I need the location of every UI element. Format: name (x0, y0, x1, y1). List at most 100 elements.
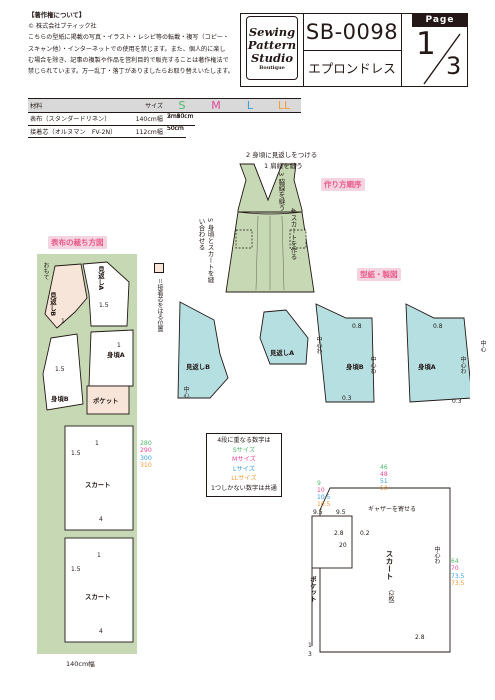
material-amount: 50cm (165, 125, 186, 138)
center-label: 中心わ (315, 336, 322, 354)
piece-label: 見返しB (49, 292, 57, 317)
legend-line: Mサイズ (232, 456, 256, 464)
seam-allowance: 4 (99, 628, 103, 635)
measure: 2.8 (415, 634, 425, 641)
piece-label: 身頃A (107, 351, 125, 359)
step-label: 1 肩線を縫う (264, 162, 303, 170)
piece-label: ポケット (93, 397, 119, 405)
measure: 73.5 (451, 580, 465, 588)
measure: 0.8 (352, 323, 362, 330)
pocket-label: ポケット (309, 576, 317, 602)
material-width: 112cm幅 (129, 125, 165, 138)
step-label: 3 脇線を縫う (277, 172, 285, 211)
material-width: 140cm幅 (129, 112, 165, 126)
page-slash (423, 33, 461, 85)
piece-label: スカート (85, 481, 111, 489)
skirt-label: スカート (385, 550, 394, 580)
center-label: 中心わ (459, 356, 466, 374)
step-label: 5 身頃とスカートを縫い合わせる (197, 218, 214, 283)
material-amount: 3m10cm (165, 113, 196, 126)
material-name: 表布（スタンダードリネン） (28, 112, 130, 126)
center-label: 中心わ (433, 546, 440, 564)
legend-line: LLサイズ (231, 475, 257, 483)
copyright-line: 禁じられています。万一乱丁・落丁がありましたらお取り替えいたします。 (28, 68, 234, 76)
page-total: 3 (446, 52, 462, 80)
measure: 9 (317, 480, 321, 487)
col-size: サイズ (129, 98, 165, 113)
pattern-pieces (177, 301, 470, 403)
copyright-line: スキャン他）・インターネットでの使用を禁じます。また、個人的に楽し (28, 45, 226, 53)
page-current: 1 (416, 26, 436, 62)
pattern-code: SB-0098 (305, 20, 399, 44)
copyright-line: こちらの型紙に掲載の写真・イラスト・レシピ等の転載・複写（コピー・ (28, 34, 229, 42)
material-name: 接着芯（オルヌマン FV-2N） (28, 125, 130, 138)
piece-label: 見返しA (97, 266, 105, 291)
copyright-company: © 株式会社ブティック社 (28, 23, 97, 31)
measure: 0.3 (452, 398, 462, 405)
brand-logo: Sewing Pattern Studio Boutique (246, 16, 298, 80)
seam-allowance: 1 (61, 318, 65, 325)
logo-small: Boutique (259, 64, 285, 71)
measure: 0.2 (360, 530, 370, 537)
table-row: 表布（スタンダードリネン） 140cm幅 2m80cm 2m90cm 3m 3m… (28, 112, 301, 126)
piece-label: 身頃B (346, 363, 364, 371)
seam-allowance: 1 (117, 342, 121, 349)
cutting-title: 表布の裁ち方図 (48, 236, 107, 249)
measure: 9.5 (336, 509, 346, 516)
seam-allowance: 1.5 (71, 450, 81, 457)
measure: 10.5 (317, 501, 331, 508)
page-label: Page (412, 13, 468, 27)
interfacing-note: ＝接着芯をはる位置 (156, 278, 163, 333)
height-value: 280 (140, 440, 152, 447)
seam-allowance: 1.5 (99, 302, 109, 309)
piece-label: 身頃A (418, 363, 436, 371)
measure: 3 (308, 651, 312, 658)
skirt-top-values: 46 48 51 53 (380, 464, 388, 492)
measure: 73.5 (451, 572, 465, 580)
measure: 64 (451, 558, 459, 565)
measure: 51 (380, 478, 388, 485)
measure: 9.5 (313, 509, 323, 516)
size-l-header: L (233, 98, 267, 113)
size-legend-box: 4段に重なる数字は Sサイズ Mサイズ Lサイズ LLサイズ 1つしかない数字は… (206, 433, 282, 497)
seam-allowance: 1 (97, 552, 101, 559)
table-row: 接着芯（オルヌマン FV-2N） 112cm幅 50cm 50cm 50cm 5… (28, 125, 301, 138)
height-value: 300 (140, 454, 152, 462)
item-name: エプロンドレス (308, 61, 396, 76)
materials-table: 材料 サイズ S M L LL 表布（スタンダードリネン） 140cm幅 2m8… (28, 98, 301, 138)
gather-note: ギャザーを寄せる (368, 506, 417, 513)
fabric-height-values: 280 290 300 310 (140, 440, 152, 470)
seam-allowance: 1.5 (71, 566, 81, 573)
legend-footer: 1つしかない数字は共通 (211, 484, 277, 492)
piece-label: 見返しB (186, 363, 211, 371)
size-legend: 4段に重なる数字は Sサイズ Mサイズ Lサイズ LLサイズ 1つしかない数字は… (206, 433, 282, 497)
measure: 1 (308, 642, 312, 649)
copyright-notice: 【著作権について】 © 株式会社ブティック社 こちらの型紙に掲載の写真・イラスト… (28, 10, 268, 77)
interfacing-swatch (154, 263, 164, 273)
size-s-header: S (165, 98, 199, 113)
pattern-title: 型紙・製図 (357, 268, 401, 281)
size-m-header: M (199, 98, 233, 113)
fabric-width-label: 140cm幅 (66, 660, 95, 668)
legend-line: Lサイズ (232, 465, 255, 473)
skirt-height-values: 64 70 73.5 73.5 (451, 558, 464, 588)
divider (401, 13, 403, 87)
title-box (240, 13, 468, 87)
measure: 46 (380, 464, 388, 471)
legend-line: Sサイズ (232, 446, 256, 454)
piece-label: 身頃B (51, 395, 69, 403)
step-label: 2 身頃に見返しをつける (246, 151, 318, 159)
height-value: 310 (140, 462, 152, 470)
copyright-line: む場合を除き、記事の複製や作品を営利目的で販売することは著作権法で (28, 56, 229, 64)
seam-allowance: 1 (95, 440, 99, 447)
copyright-heading: 【著作権について】 (28, 11, 86, 19)
logo-word: Studio (250, 50, 294, 65)
fabric-right-side-label: おもて (42, 262, 49, 280)
measure: 0.8 (433, 323, 443, 330)
logo-word: Sewing (248, 24, 296, 39)
measure: 70 (451, 565, 459, 573)
measure: 10.5 (317, 494, 331, 501)
skirt-draft (311, 487, 451, 653)
piece-label: 見返しA (270, 349, 295, 357)
legend-title: 4段に重なる数字は (217, 437, 271, 444)
